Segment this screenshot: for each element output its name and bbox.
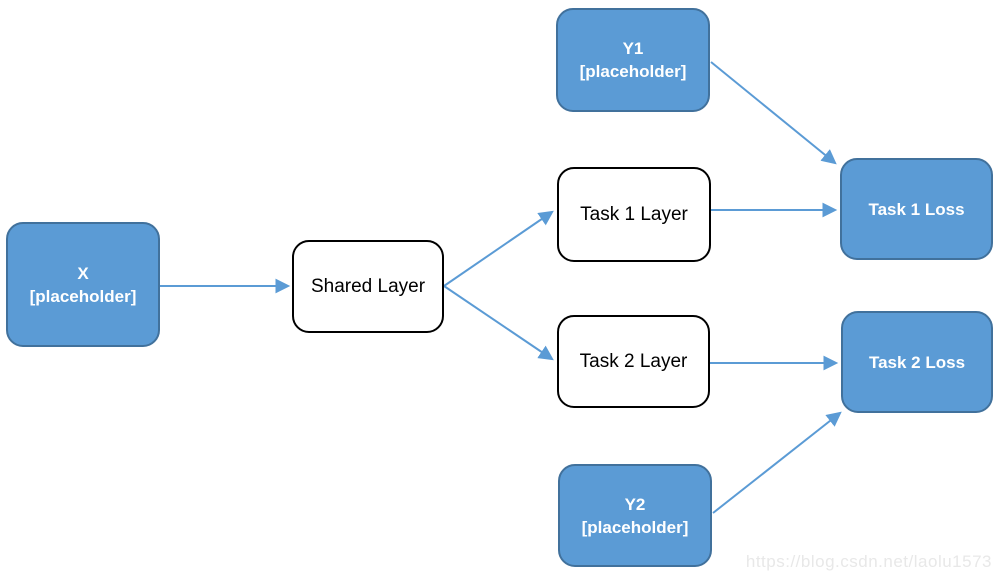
node-label: Task 2 Loss — [868, 352, 966, 372]
node-label: X — [77, 263, 89, 283]
edge-shared-task2-layer — [443, 285, 554, 361]
node-label: Task 1 Layer — [580, 204, 688, 225]
watermark: https://blog.csdn.net/laolu1573 — [745, 552, 992, 571]
edge-y1-task1-loss — [710, 61, 837, 165]
node-label: Y2 — [624, 494, 646, 514]
node-task2-layer: Task 2 Layer — [557, 315, 710, 408]
node-y2-placeholder: Y2 [placeholder] — [558, 464, 712, 567]
node-sublabel: [placeholder] — [581, 517, 689, 537]
node-label: Y1 — [622, 39, 644, 58]
node-label: Task 1 Loss — [868, 199, 965, 219]
edge-shared-task1-layer — [443, 210, 554, 287]
node-shared-layer: Shared Layer — [292, 240, 444, 333]
node-sublabel: [placeholder] — [579, 62, 687, 81]
node-label: Task 2 Layer — [579, 351, 688, 372]
edge-y2-task2-loss — [712, 411, 842, 514]
node-sublabel: [placeholder] — [29, 286, 137, 306]
node-x-placeholder: X [placeholder] — [6, 222, 160, 347]
node-task1-loss: Task 1 Loss — [840, 158, 993, 260]
node-y1-placeholder: Y1 [placeholder] — [556, 8, 710, 112]
node-task2-loss: Task 2 Loss — [841, 311, 993, 413]
node-label: Shared Layer — [310, 276, 426, 297]
node-task1-layer: Task 1 Layer — [557, 167, 711, 262]
